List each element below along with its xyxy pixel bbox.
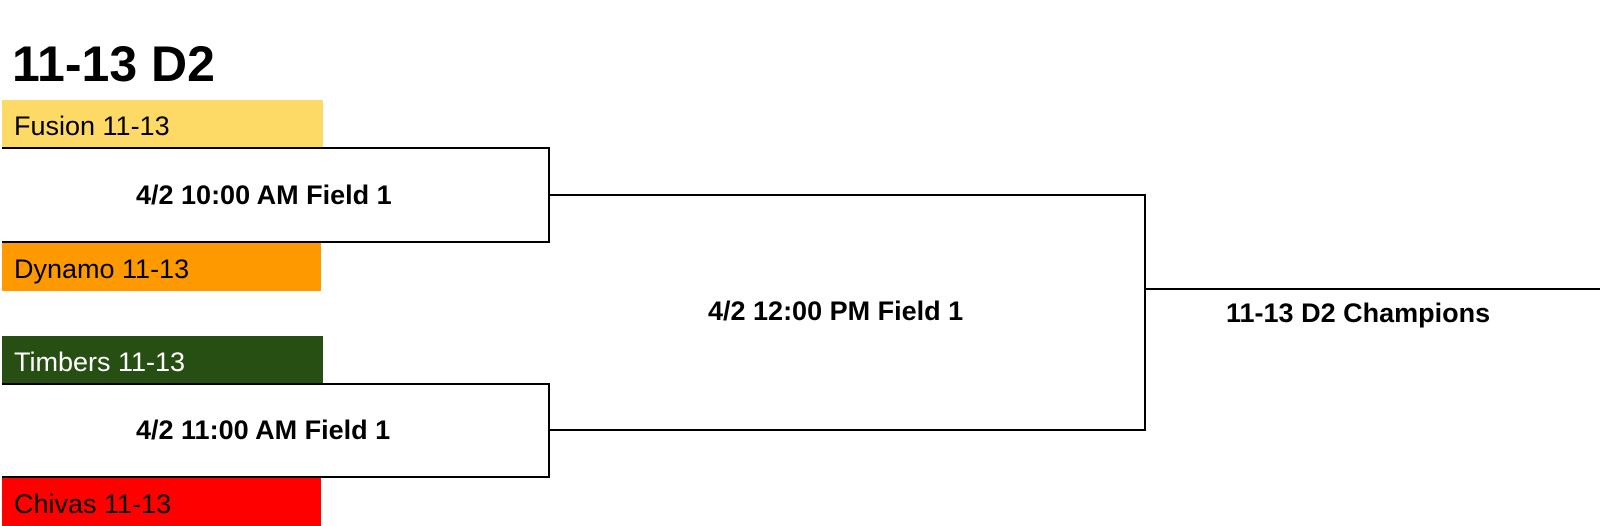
match-label-final: 4/2 12:00 PM Field 1: [708, 296, 964, 326]
team-cell-chivas: Chivas 11-13: [2, 478, 321, 526]
team-cell-timbers: Timbers 11-13: [2, 336, 323, 384]
match-label-semi1: 4/2 10:00 AM Field 1: [136, 180, 392, 210]
team-cell-fusion: Fusion 11-13: [2, 100, 323, 148]
bracket-line: [2, 476, 550, 478]
bracket-line: [548, 429, 1146, 431]
bracket-line: [1144, 194, 1146, 431]
bracket-line: [2, 383, 550, 385]
bracket-line: [1144, 288, 1600, 290]
bracket-line: [2, 241, 550, 243]
match-label-semi2: 4/2 11:00 AM Field 1: [136, 415, 391, 445]
bracket-line: [2, 147, 550, 149]
bracket-title: 11-13 D2: [12, 36, 215, 92]
champion-label: 11-13 D2 Champions: [1226, 298, 1491, 328]
bracket-line: [548, 194, 1146, 196]
team-cell-dynamo: Dynamo 11-13: [2, 243, 321, 291]
